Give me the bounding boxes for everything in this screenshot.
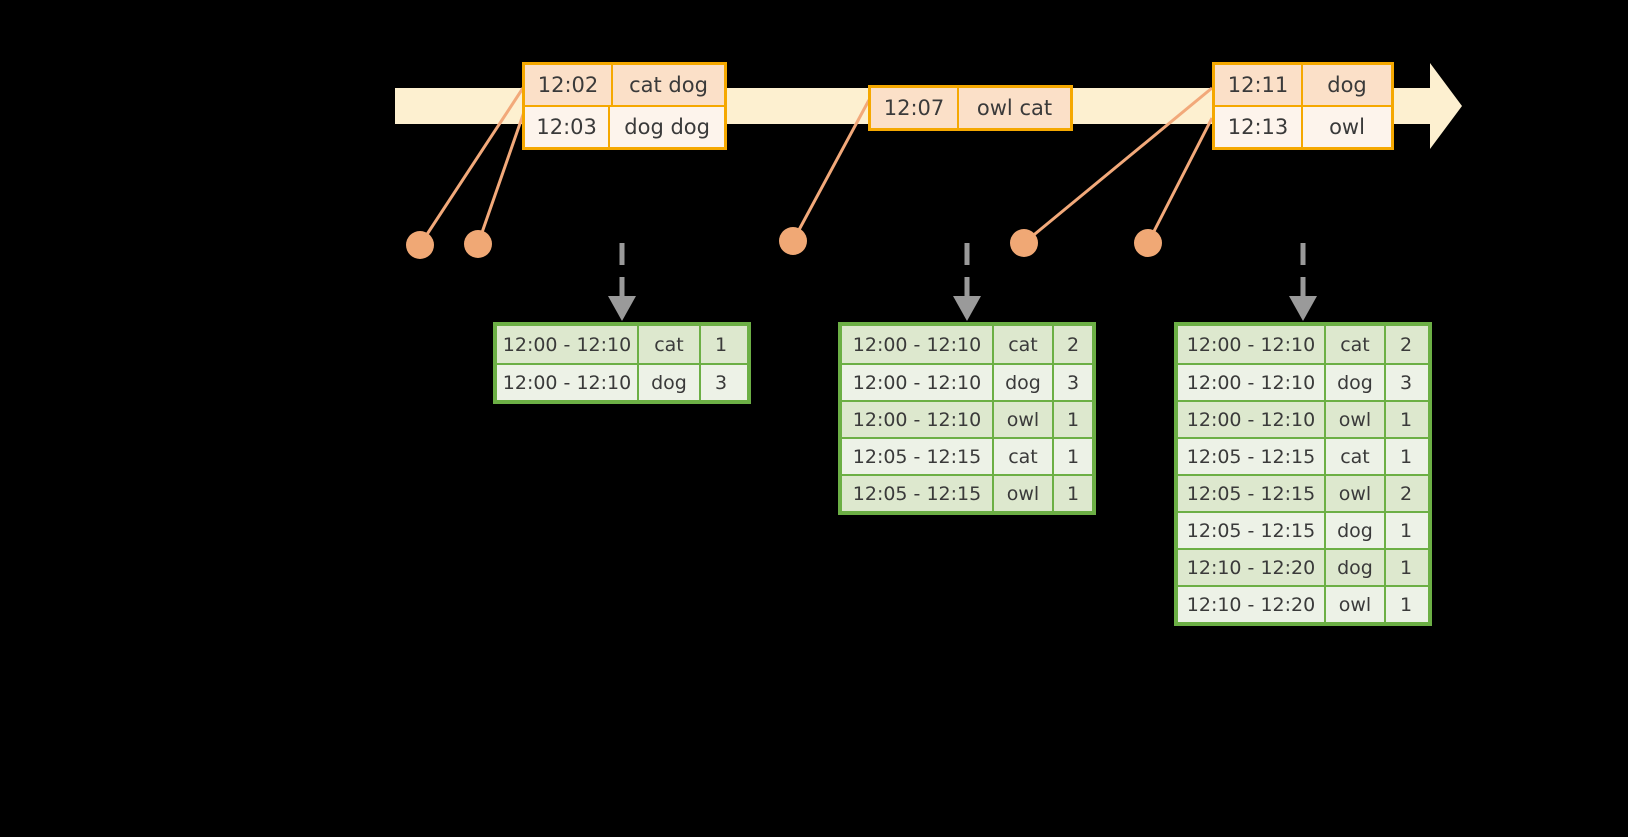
event-dot-1203: [464, 230, 492, 258]
cell-count: 3: [1399, 371, 1413, 394]
event-row[interactable]: 12:02 cat dog: [525, 65, 724, 105]
cell-word: owl: [1326, 476, 1386, 511]
event-words: dog dog: [624, 115, 710, 139]
cell-count: 1: [1399, 408, 1413, 431]
table-row: 12:00 - 12:10 dog 3: [842, 363, 1092, 400]
event-row[interactable]: 12:03 dog dog: [525, 105, 724, 147]
event-time: 12:11: [1215, 65, 1303, 105]
cell-count: 2: [1399, 482, 1413, 505]
event-time: 12:07: [871, 88, 959, 128]
cell-window: 12:05 - 12:15: [1178, 513, 1326, 548]
cell-window: 12:00 - 12:10: [1178, 365, 1326, 400]
cell-window: 12:00 - 12:10: [842, 326, 994, 363]
event-time: 12:13: [1215, 107, 1303, 147]
cell-word: dog: [1326, 513, 1386, 548]
cell-word: dog: [639, 365, 701, 400]
cell-window: 12:00 - 12:10: [842, 365, 994, 400]
table-row: 12:05 - 12:15 cat 1: [842, 437, 1092, 474]
table-row: 12:05 - 12:15 dog 1: [1178, 511, 1428, 548]
cell-count: 1: [1066, 482, 1080, 505]
cell-window: 12:05 - 12:15: [842, 476, 994, 511]
cell-word: dog: [994, 365, 1054, 400]
cell-count: 1: [714, 333, 728, 356]
table-row: 12:00 - 12:10 owl 1: [1178, 400, 1428, 437]
cell-word: owl: [1326, 587, 1386, 622]
event-box-group-2[interactable]: 12:07 owl cat: [868, 85, 1073, 131]
cell-word: cat: [1326, 439, 1386, 474]
cell-count: 1: [1399, 556, 1413, 579]
cell-word: cat: [994, 326, 1054, 363]
emit-arrow-1: [608, 243, 636, 321]
event-dot-1213: [1134, 229, 1162, 257]
connector-1203: [476, 111, 526, 245]
event-words: owl: [1329, 115, 1365, 139]
table-row: 12:00 - 12:10 owl 1: [842, 400, 1092, 437]
table-row: 12:00 - 12:10 dog 3: [1178, 363, 1428, 400]
cell-window: 12:00 - 12:10: [497, 365, 639, 400]
event-dot-1207: [779, 227, 807, 255]
cell-window: 12:05 - 12:15: [1178, 476, 1326, 511]
cell-window: 12:10 - 12:20: [1178, 587, 1326, 622]
table-row: 12:10 - 12:20 owl 1: [1178, 585, 1428, 622]
cell-word: cat: [1326, 326, 1386, 363]
cell-window: 12:00 - 12:10: [497, 326, 639, 363]
cell-count: 3: [1066, 371, 1080, 394]
event-words: cat dog: [629, 73, 708, 97]
cell-count: 3: [714, 371, 728, 394]
event-row[interactable]: 12:11 dog: [1215, 65, 1391, 105]
emit-arrow-3: [1289, 243, 1317, 321]
event-dot-1202: [406, 231, 434, 259]
table-row: 12:00 - 12:10 dog 3: [497, 363, 747, 400]
result-table-1: 12:00 - 12:10 cat 1 12:00 - 12:10 dog 3: [493, 322, 751, 404]
connector-1202: [418, 87, 525, 246]
event-dot-1211: [1010, 229, 1038, 257]
cell-count: 1: [1399, 519, 1413, 542]
connector-1207: [791, 99, 871, 242]
cell-window: 12:00 - 12:10: [1178, 326, 1326, 363]
cell-count: 1: [1066, 408, 1080, 431]
cell-word: dog: [1326, 550, 1386, 585]
cell-word: cat: [994, 439, 1054, 474]
cell-window: 12:00 - 12:10: [842, 402, 994, 437]
cell-count: 2: [1066, 333, 1080, 356]
cell-word: owl: [994, 476, 1054, 511]
cell-word: owl: [994, 402, 1054, 437]
emit-arrows: [608, 243, 1317, 321]
table-row: 12:05 - 12:15 cat 1: [1178, 437, 1428, 474]
event-row[interactable]: 12:13 owl: [1215, 105, 1391, 147]
cell-count: 1: [1066, 445, 1080, 468]
table-row: 12:10 - 12:20 dog 1: [1178, 548, 1428, 585]
cell-window: 12:00 - 12:10: [1178, 402, 1326, 437]
event-time: 12:03: [525, 107, 611, 147]
event-time: 12:02: [525, 65, 613, 105]
cell-count: 1: [1399, 445, 1413, 468]
event-row[interactable]: 12:07 owl cat: [871, 88, 1070, 128]
event-box-group-3[interactable]: 12:11 dog 12:13 owl: [1212, 62, 1394, 150]
cell-window: 12:05 - 12:15: [1178, 439, 1326, 474]
cell-count: 1: [1399, 593, 1413, 616]
emit-arrow-2: [953, 243, 981, 321]
table-row: 12:00 - 12:10 cat 2: [842, 326, 1092, 363]
result-table-2: 12:00 - 12:10 cat 2 12:00 - 12:10 dog 3 …: [838, 322, 1096, 515]
table-row: 12:00 - 12:10 cat 1: [497, 326, 747, 363]
connector-1213: [1146, 117, 1214, 244]
cell-word: owl: [1326, 402, 1386, 437]
cell-word: cat: [639, 326, 701, 363]
table-row: 12:05 - 12:15 owl 2: [1178, 474, 1428, 511]
result-table-3: 12:00 - 12:10 cat 2 12:00 - 12:10 dog 3 …: [1174, 322, 1432, 626]
cell-window: 12:10 - 12:20: [1178, 550, 1326, 585]
event-words: dog: [1327, 73, 1367, 97]
event-box-group-1[interactable]: 12:02 cat dog 12:03 dog dog: [522, 62, 727, 150]
event-dots: [406, 227, 1162, 259]
event-words: owl cat: [976, 96, 1053, 120]
table-row: 12:05 - 12:15 owl 1: [842, 474, 1092, 511]
cell-word: dog: [1326, 365, 1386, 400]
table-row: 12:00 - 12:10 cat 2: [1178, 326, 1428, 363]
cell-window: 12:05 - 12:15: [842, 439, 994, 474]
cell-count: 2: [1399, 333, 1413, 356]
